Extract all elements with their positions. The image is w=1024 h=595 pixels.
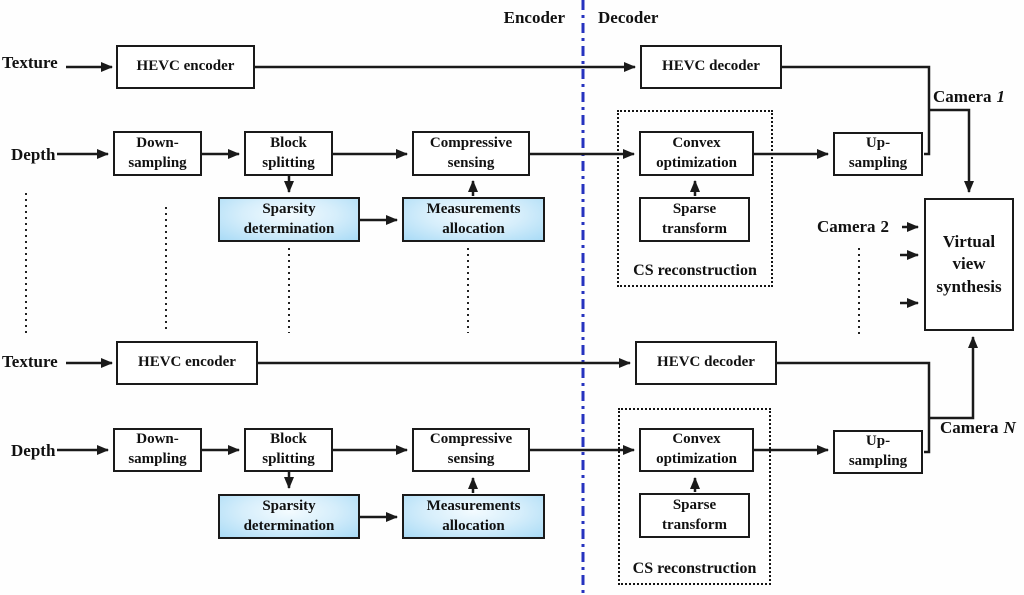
virtual-view-synthesis-box: Virtual view synthesis (924, 198, 1014, 331)
sparse-transform-box-2: Sparse transform (639, 493, 750, 538)
encoder-section-label: Encoder (503, 8, 565, 27)
cs-reconstruction-label-2: CS reconstruction (632, 560, 757, 577)
measurements-allocation-box-1: Measurements allocation (402, 197, 545, 242)
down-sampling-box-1: Down- sampling (113, 131, 202, 176)
hevc-decoder-box-2: HEVC decoder (635, 341, 777, 385)
hevc-encoder-box-2: HEVC encoder (116, 341, 258, 385)
texture-input-label-2: Texture (2, 352, 58, 371)
cs-reconstruction-group-2: CS reconstruction (618, 408, 771, 585)
virtual-view-input-arrows (900, 222, 919, 308)
camera-n-connectors (57, 336, 978, 522)
convex-optimization-box-1: Convex optimization (639, 131, 754, 176)
sparsity-determination-box-2: Sparsity determination (218, 494, 360, 539)
ellipsis-dotted-lines (25, 193, 860, 335)
hevc-decoder-box-1: HEVC decoder (640, 45, 782, 89)
up-sampling-box-2: Up- sampling (833, 430, 923, 474)
sparse-transform-box-1: Sparse transform (639, 197, 750, 242)
hevc-encoder-box-1: HEVC encoder (116, 45, 255, 89)
sparsity-determination-box-1: Sparsity determination (218, 197, 360, 242)
up-sampling-box-1: Up- sampling (833, 132, 923, 176)
depth-input-label-1: Depth (11, 145, 56, 164)
camera-1-connectors (57, 62, 974, 225)
decoder-section-label: Decoder (598, 8, 659, 27)
cs-reconstruction-label-1: CS reconstruction (633, 262, 757, 279)
compressive-sensing-box-2: Compressive sensing (412, 428, 530, 472)
block-splitting-box-1: Block splitting (244, 131, 333, 176)
measurements-allocation-box-2: Measurements allocation (402, 494, 545, 539)
block-splitting-box-2: Block splitting (244, 428, 333, 472)
down-sampling-box-2: Down- sampling (113, 428, 202, 472)
depth-input-label-2: Depth (11, 441, 56, 460)
convex-optimization-box-2: Convex optimization (639, 428, 754, 472)
cs-reconstruction-group-1: CS reconstruction (617, 110, 773, 287)
compressive-sensing-box-1: Compressive sensing (412, 131, 530, 176)
texture-input-label-1: Texture (2, 53, 58, 72)
